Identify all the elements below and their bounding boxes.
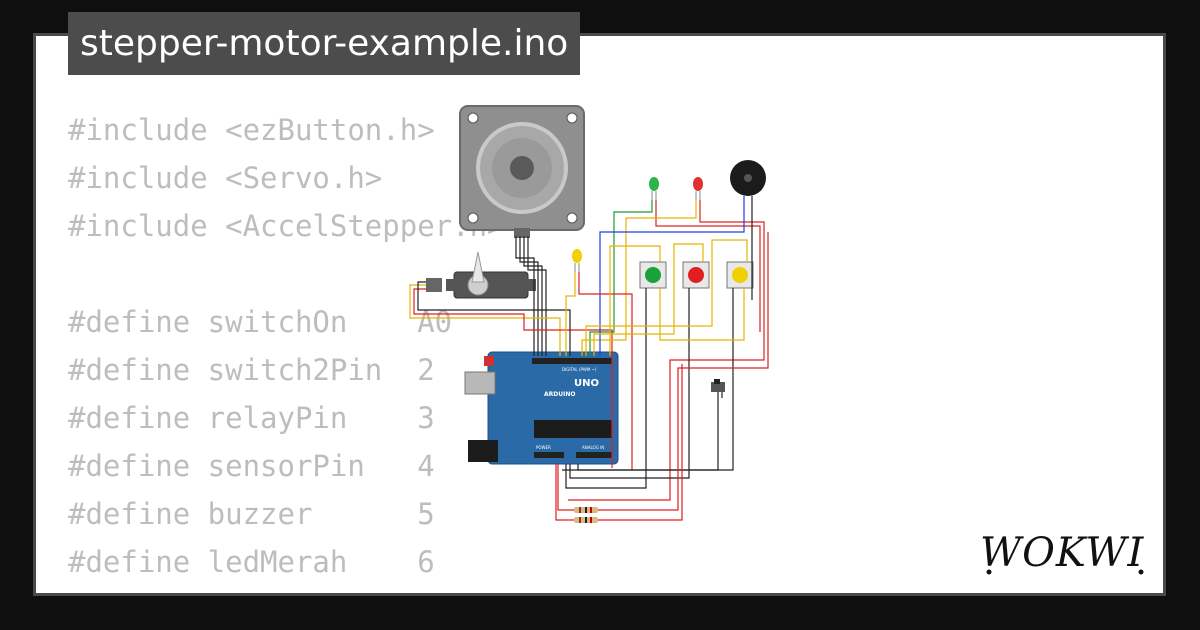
slide-switch xyxy=(711,379,725,392)
resistor xyxy=(574,507,598,513)
led-green xyxy=(649,177,659,200)
code-line: #define switch2Pin 2 xyxy=(68,353,435,387)
led-yellow xyxy=(572,249,582,272)
code-line: #define switchOn A0 xyxy=(68,305,453,339)
digital-header-label: DIGITAL (PWM ~) xyxy=(562,367,597,372)
resistor xyxy=(574,517,598,523)
push-button-yellow xyxy=(726,261,754,289)
wokwi-logo-text: WOKWI xyxy=(980,530,1144,576)
buzzer xyxy=(730,160,766,196)
push-button-red xyxy=(682,261,710,289)
led-red xyxy=(693,177,703,200)
board-brand-label: ARDUINO xyxy=(544,391,575,398)
preview-card: #include <ezButton.h> #include <Servo.h> #… xyxy=(33,33,1166,596)
code-line: #include <AccelStepper.h> xyxy=(68,209,505,243)
servo-motor xyxy=(426,251,536,299)
board-model-label: UNO xyxy=(574,378,599,389)
project-title: stepper-motor-example.ino xyxy=(68,12,581,75)
code-line: #define buzzer 5 xyxy=(68,497,435,531)
wokwi-logo: WOKWI xyxy=(980,530,1144,576)
analog-header-label: ANALOG IN xyxy=(582,445,604,450)
code-preview: #include <ezButton.h> #include <Servo.h> #… xyxy=(68,106,505,593)
code-line: #include <ezButton.h> xyxy=(68,113,435,147)
push-button-green xyxy=(639,261,667,289)
code-line: #define sensorPin 4 xyxy=(68,449,435,483)
wires xyxy=(409,196,769,521)
code-line: #include <Servo.h> xyxy=(68,161,383,195)
code-line: #define relayPin 3 xyxy=(68,401,435,435)
stepper-motor xyxy=(459,105,585,238)
code-line: #define ledMerah 6 xyxy=(68,545,435,579)
arduino-uno-board: UNO ARDUINO DIGITAL (PWM ~) POWER ANALOG… xyxy=(464,351,619,465)
power-header-label: POWER xyxy=(536,445,551,450)
